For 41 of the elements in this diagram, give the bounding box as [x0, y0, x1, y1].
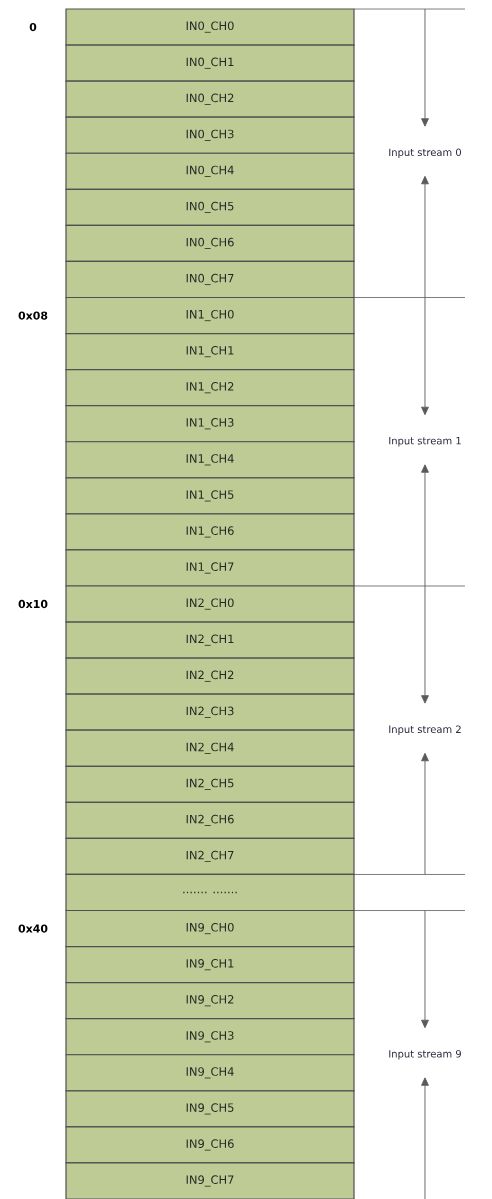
register-cell: IN9_CH0: [65, 909, 355, 948]
register-cell: IN0_CH7: [65, 260, 355, 299]
register-cell: IN2_CH5: [65, 765, 355, 803]
register-cell: IN2_CH3: [65, 693, 355, 731]
register-cell: IN2_CH1: [65, 621, 355, 659]
register-cell: IN9_CH2: [65, 982, 355, 1020]
register-cell: IN0_CH4: [65, 152, 355, 190]
register-cell: IN1_CH5: [65, 477, 355, 515]
register-cell: IN0_CH2: [65, 80, 355, 118]
register-cell: IN0_CH5: [65, 188, 355, 226]
register-cell: IN9_CH3: [65, 1018, 355, 1056]
register-cell: IN0_CH0: [65, 8, 355, 46]
register-cell: IN2_CH2: [65, 657, 355, 695]
stream-label: Input stream 9: [389, 1050, 461, 1060]
register-cell: IN9_CH5: [65, 1090, 355, 1128]
register-cell: IN1_CH1: [65, 332, 355, 371]
address-label: 0x08: [18, 311, 48, 320]
register-cell: IN0_CH1: [65, 44, 355, 82]
register-cell: IN1_CH0: [65, 296, 355, 335]
register-cell: IN2_CH7: [65, 837, 355, 876]
register-cell: IN9_CH1: [65, 946, 355, 984]
register-cell: IN9_CH6: [65, 1126, 355, 1164]
stream-label: Input stream 0: [389, 148, 462, 158]
register-cell: IN1_CH3: [65, 405, 355, 443]
register-cell: IN2_CH6: [65, 801, 355, 839]
register-cell: IN1_CH6: [65, 513, 355, 551]
register-cell: IN1_CH2: [65, 369, 355, 407]
address-label: 0x40: [18, 924, 48, 933]
register-cell: IN9_CH7: [65, 1162, 355, 1199]
address-label: 0x10: [18, 599, 48, 609]
stream-label: Input stream 2: [389, 725, 461, 735]
register-cell: IN2_CH0: [65, 585, 355, 623]
register-cell: ....... .......: [65, 873, 355, 912]
register-cell: IN2_CH4: [65, 729, 355, 767]
register-cell: IN9_CH4: [65, 1054, 355, 1092]
register-cell: IN1_CH7: [65, 549, 355, 587]
register-cell: IN0_CH3: [65, 116, 355, 154]
register-cell: IN1_CH4: [65, 441, 355, 479]
address-label: 0: [29, 22, 37, 32]
register-cell: IN0_CH6: [65, 224, 355, 263]
stream-label: Input stream 1: [389, 437, 461, 447]
